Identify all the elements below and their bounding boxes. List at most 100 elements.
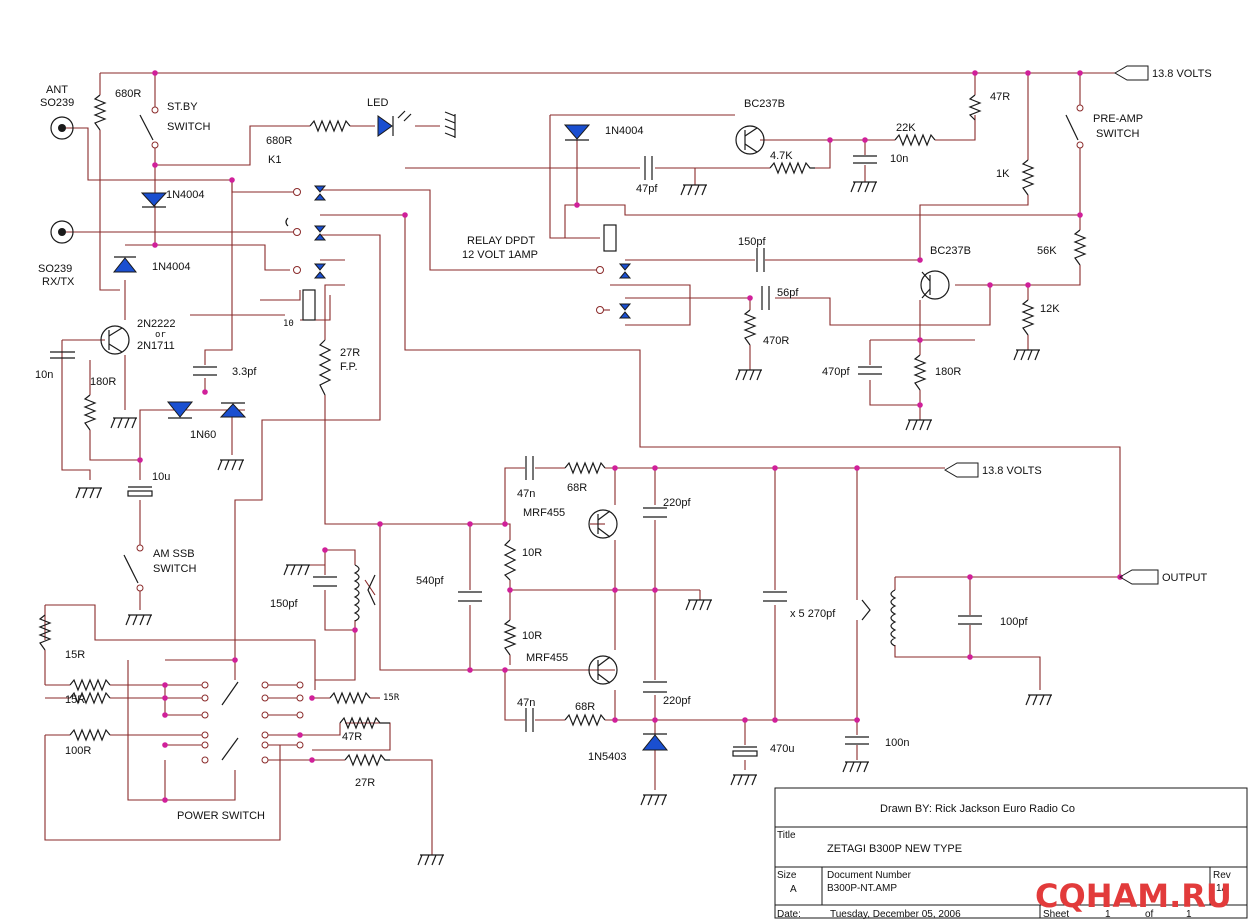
- title-block-drawn-by: Drawn BY: Rick Jackson Euro Radio Co: [880, 803, 1075, 815]
- capacitor-470pf-icon: [858, 366, 882, 375]
- title-block-title: ZETAGI B300P NEW TYPE: [827, 843, 962, 855]
- label-c540pf: 540pf: [416, 575, 444, 587]
- label-r15-b: 15R: [65, 694, 85, 706]
- title-block-date: Tuesday, December 05, 2006: [830, 909, 961, 920]
- label-c47n-bot: 47n: [517, 697, 535, 709]
- resistor-15r-a-icon: [38, 614, 52, 651]
- label-switch-amssb: SWITCH: [153, 563, 196, 575]
- resistor-56k-icon: [1073, 229, 1087, 266]
- resistor-68r-top-icon: [564, 461, 606, 475]
- label-r27-fp: 27R: [340, 347, 360, 359]
- label-r680-top: 680R: [115, 88, 141, 100]
- label-c3p3: 3.3pf: [232, 366, 257, 378]
- label-c10u: 10u: [152, 471, 170, 483]
- label-switch-stby: SWITCH: [167, 121, 210, 133]
- label-v138-mid: 13.8 VOLTS: [982, 465, 1042, 477]
- label-c220pf-bot: 220pf: [663, 695, 691, 707]
- label-r470: 470R: [763, 335, 789, 347]
- label-1n4004-a: 1N4004: [166, 189, 205, 201]
- ground-symbols: [75, 111, 1053, 866]
- label-so239-top: SO239: [40, 97, 74, 109]
- label-c56pf: 56pf: [777, 287, 799, 299]
- title-block-title-label: Title: [777, 830, 796, 841]
- capacitor-220pf-top-icon: [643, 507, 667, 518]
- title-block-date-label: Date:: [777, 909, 801, 920]
- transistor-mrf455-bot-icon: [588, 655, 618, 685]
- label-rxtx: RX/TX: [42, 276, 75, 288]
- label-c47n-top: 47n: [517, 488, 535, 500]
- label-led: LED: [367, 97, 388, 109]
- resistor-15r-c-icon: [69, 691, 111, 705]
- transistor-bc237b-bot-icon: [920, 270, 950, 300]
- resistor-4k7-icon: [769, 161, 815, 175]
- capacitor-540pf-icon: [458, 591, 482, 602]
- label-r10-top: 10R: [522, 547, 542, 559]
- switch-amssb-icon: [123, 544, 144, 592]
- title-block-size: A: [790, 884, 797, 895]
- label-switch-preamp: SWITCH: [1096, 128, 1139, 140]
- capacitor-100n-icon: [845, 736, 869, 745]
- label-v138-top: 13.8 VOLTS: [1152, 68, 1212, 80]
- resistor-1k-icon: [1021, 159, 1035, 196]
- label-c150pf-left: 150pf: [270, 598, 298, 610]
- diode-1n60-a-icon: [166, 401, 194, 419]
- inductor-output-icon: [890, 589, 897, 647]
- wiring: [44, 72, 1121, 855]
- label-r15-a: 15R: [65, 649, 85, 661]
- capacitor-47n-bot-icon: [525, 708, 534, 732]
- diode-1n4004-b-icon: [112, 256, 138, 273]
- label-r68-top: 68R: [567, 482, 587, 494]
- label-1n4004-b: 1N4004: [152, 261, 191, 273]
- label-r180-left: 180R: [90, 376, 116, 388]
- label-r4k7: 4.7K: [770, 150, 793, 162]
- transistor-mrf455-top-icon: [588, 509, 618, 539]
- resistor-100r-icon: [69, 728, 111, 742]
- components: [38, 65, 1159, 767]
- label-1n5403: 1N5403: [588, 751, 627, 763]
- label-c220pf-top: 220pf: [663, 497, 691, 509]
- title-block-sheet-total: 1: [1186, 909, 1192, 920]
- supply-flag-top-icon: [1114, 65, 1149, 81]
- switch-preamp-icon: [1065, 104, 1084, 149]
- label-2n1711: 2N1711: [137, 340, 175, 352]
- capacitor-470u-icon: [732, 746, 758, 757]
- watermark: CQHAM.RU: [1035, 877, 1232, 915]
- capacitor-10n-top-icon: [853, 155, 877, 164]
- resistor-680r-icon: [93, 94, 107, 131]
- title-block-docnum-label: Document Number: [827, 870, 912, 881]
- capacitor-47n-top-icon: [525, 456, 534, 480]
- label-r68-bot: 68R: [575, 701, 595, 713]
- resistor-12k-icon: [1021, 299, 1035, 336]
- label-r680-led: 680R: [266, 135, 292, 147]
- supply-flag-mid-icon: [944, 462, 979, 478]
- label-bc237b-bot: BC237B: [930, 245, 971, 257]
- label-r47-pw: 47R: [342, 731, 362, 743]
- label-bc237b-top: BC237B: [744, 98, 785, 110]
- label-c100pf: 100pf: [1000, 616, 1028, 628]
- component-labels: ANT SO239 SO239 RX/TX 680R ST.BY SWITCH …: [35, 68, 1212, 822]
- label-r56k: 56K: [1037, 245, 1057, 257]
- title-block-sheet-label: Sheet: [1043, 909, 1069, 920]
- label-mrf455-top: MRF455: [523, 507, 565, 519]
- label-preamp: PRE-AMP: [1093, 113, 1143, 125]
- label-c100n: 100n: [885, 737, 909, 749]
- label-r1k: 1K: [996, 168, 1010, 180]
- resistor-22k-icon: [894, 133, 936, 147]
- resistor-10r-top-icon: [503, 539, 517, 581]
- capacitor-270pf-icon: [763, 591, 787, 602]
- capacitor-220pf-bot-icon: [643, 681, 667, 693]
- label-ant: ANT: [46, 84, 68, 96]
- switch-stby-icon: [139, 106, 159, 149]
- diode-1n4004-c-icon: [563, 124, 591, 141]
- capacitor-100pf-icon: [958, 615, 982, 625]
- capacitor-3p3-icon: [193, 366, 217, 376]
- capacitor-10n-left-icon: [50, 351, 75, 359]
- capacitor-56pf-icon: [761, 286, 770, 310]
- label-fp: F.P.: [340, 361, 358, 373]
- junctions: [137, 70, 1123, 803]
- title-block-rev-label: Rev: [1213, 870, 1231, 881]
- capacitor-47pf-icon: [644, 156, 653, 180]
- resistor-47r-pw-icon: [339, 716, 390, 730]
- label-1n60: 1N60: [190, 429, 216, 441]
